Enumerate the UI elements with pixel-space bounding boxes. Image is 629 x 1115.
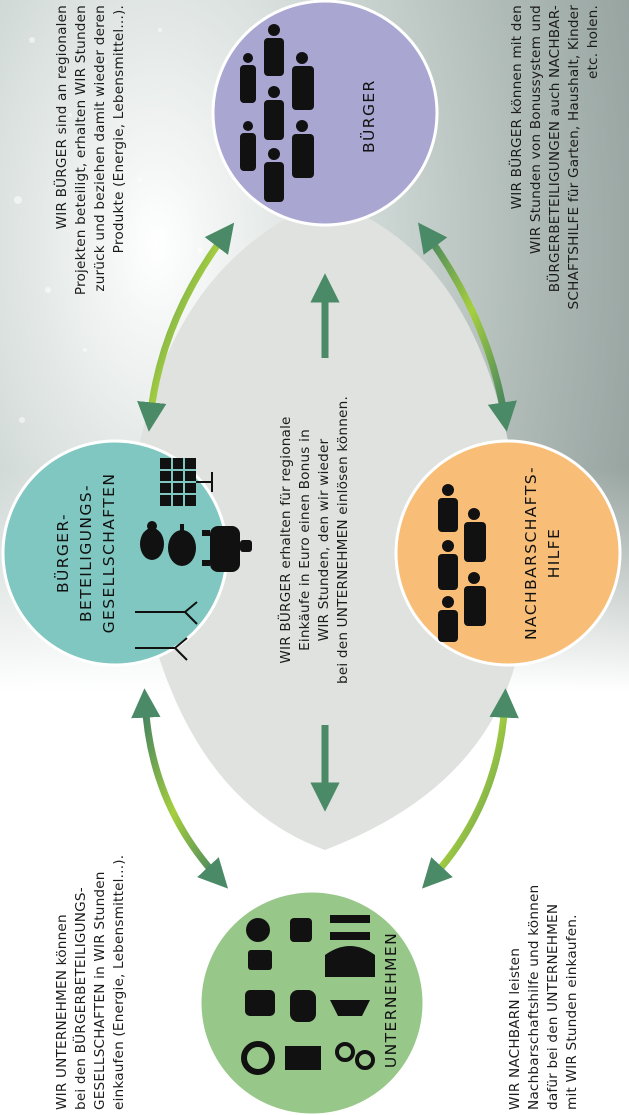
cow-icon xyxy=(202,526,252,572)
center-text-line: WIR Stunden, den wir wieder xyxy=(316,438,332,642)
text-buerger-nachbarschaftshilfe: WIR BÜRGER können mit den WIR Stunden vo… xyxy=(508,5,603,315)
text-line: dafür bei den UNTERNEHMEN xyxy=(545,903,561,1110)
text-line: zurück und beziehen damit wieder deren xyxy=(92,5,108,292)
text-line: Projekten beteiligt, erhalten WIR Stunde… xyxy=(73,5,89,296)
wind-turbine-icon xyxy=(135,601,198,661)
text-line: GESELLSCHAFTEN in WIR Stunden xyxy=(92,871,108,1110)
center-text-line: bei den UNTERNEHMEN einlösen können. xyxy=(335,396,351,684)
text-line: SCHAFTSHILFE für Garten, Haushalt, Kinde… xyxy=(566,5,582,310)
gesellschaften-label: BÜRGER- BETEILIGUNGS- GESELLSCHAFTEN xyxy=(52,453,121,653)
arrow-buerger-gesellschaften xyxy=(137,222,235,432)
bread-icon xyxy=(245,990,275,1016)
unternehmen-label-line: UNTERNEHMEN xyxy=(382,931,400,1069)
hat-icon xyxy=(290,990,316,1022)
arrow-gesellschaften-unternehmen xyxy=(131,688,229,889)
text-line: mit WIR Stunden einkaufen. xyxy=(564,914,580,1110)
text-nachbarn-leisten: WIR NACHBARN leisten Nachbarschaftshilfe… xyxy=(506,800,582,1110)
neighbors-group-icon xyxy=(438,484,486,642)
text-line: WIR BÜRGER sind an regionalen xyxy=(54,5,70,230)
text-line: Nachbarschaftshilfe und können xyxy=(526,884,542,1110)
text-line: bei den BÜRGERBETEILIGUNGS- xyxy=(73,887,89,1110)
text-buerger-beteiligt: WIR BÜRGER sind an regionalen Projekten … xyxy=(53,5,129,315)
center-text-line: WIR BÜRGER erhalten für regionale xyxy=(278,416,294,664)
text-line: WIR UNTERNEHMEN können xyxy=(54,914,70,1110)
node-nachbarschaftshilfe xyxy=(394,439,622,667)
arrow-nachbarschaft-unternehmen xyxy=(421,688,519,889)
nachbarschaftshilfe-label-line: NACHBARSCHAFTS- xyxy=(522,466,540,640)
text-line: etc. holen. xyxy=(585,5,601,80)
gesellschaften-label-line: BÜRGER- xyxy=(54,512,72,594)
text-line: einkaufen (Energie, Lebensmittel...). xyxy=(111,854,127,1110)
chicken-icon xyxy=(140,521,164,560)
energy-farm-icons xyxy=(135,458,252,661)
text-line: WIR Stunden von Bonussystem und xyxy=(528,5,544,255)
gesellschaften-label-line: GESELLSCHAFTEN xyxy=(100,472,118,634)
unternehmen-label: UNTERNEHMEN xyxy=(380,915,403,1085)
nachbarschaftshilfe-label-line: HILFE xyxy=(545,527,563,579)
center-text: WIR BÜRGER erhalten für regionale Einkäu… xyxy=(277,370,353,710)
text-line: WIR NACHBARN leisten xyxy=(507,947,523,1110)
onion-icon xyxy=(168,524,196,566)
arrow-buerger-nachbarschaft xyxy=(418,222,517,432)
gear-icon xyxy=(246,918,270,942)
pretzel-icon xyxy=(241,1041,275,1075)
shoe-icon xyxy=(330,1000,370,1016)
bucket-icon xyxy=(290,918,312,942)
text-line: BÜRGERBETEILIGUNGEN auch NACHBAR- xyxy=(547,5,563,293)
text-line: Produkte (Energie, Lebensmittel...). xyxy=(111,5,127,254)
tractor-icon xyxy=(248,950,272,970)
plate-icon xyxy=(325,946,375,977)
nachbarschaftshilfe-label: NACHBARSCHAFTS- HILFE xyxy=(520,453,566,653)
text-line: WIR BÜRGER können mit den xyxy=(509,5,525,210)
scissors-icon xyxy=(335,1042,355,1062)
comb-icon xyxy=(285,1046,321,1070)
gesellschaften-label-line: BETEILIGUNGS- xyxy=(77,483,95,623)
solar-panel-icon xyxy=(160,458,213,506)
people-group-icon xyxy=(240,24,314,202)
text-unternehmen-einkaufen: WIR UNTERNEHMEN können bei den BÜRGERBET… xyxy=(53,800,129,1110)
buerger-label-line: BÜRGER xyxy=(360,79,378,153)
business-icons xyxy=(241,915,375,1075)
buerger-label: BÜRGER xyxy=(358,79,381,153)
cutlery-icon xyxy=(330,915,370,940)
center-text-line: Einkäufe in Euro einen Bonus in xyxy=(297,429,313,651)
